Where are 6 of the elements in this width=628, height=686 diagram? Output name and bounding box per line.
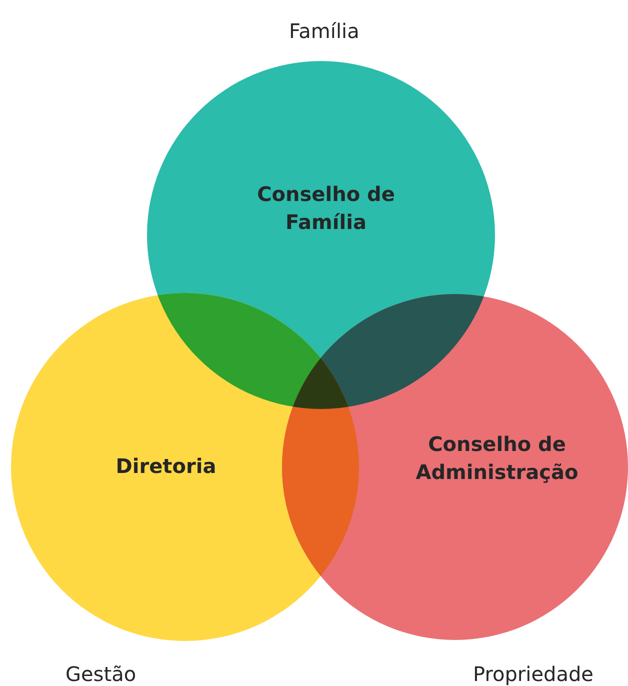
circle-title: Diretoria xyxy=(114,453,218,480)
set-label: Propriedade xyxy=(473,662,594,686)
set-label: Família xyxy=(289,19,360,43)
circle-title: Conselho de Família xyxy=(256,181,396,236)
set-label: Gestão xyxy=(66,662,136,686)
circle-title: Conselho de Administração xyxy=(414,431,580,486)
